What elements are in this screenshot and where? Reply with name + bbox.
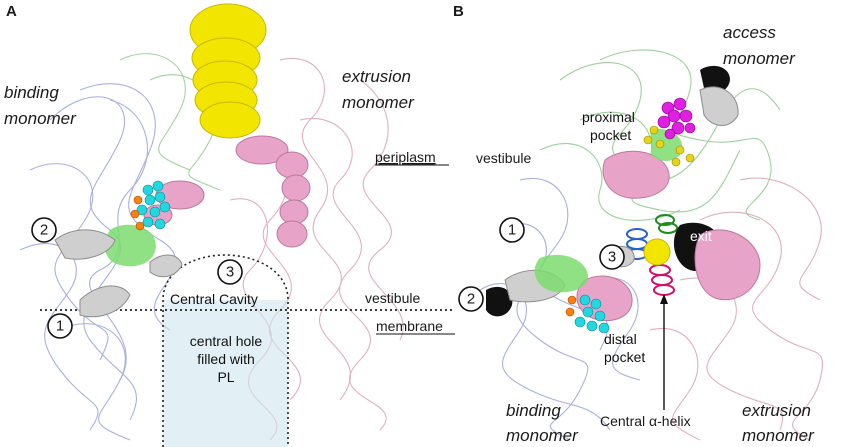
central-hole-region [163, 300, 288, 447]
access-monomer-label-line2: monomer [723, 49, 796, 68]
distal-pocket-label-line1: distal [604, 331, 637, 347]
svg-text:2: 2 [40, 222, 48, 239]
extrusion-monomer-label-line1: extrusion [342, 67, 411, 86]
panel-a: 2 1 3 A binding monomer extrusion monome… [4, 3, 455, 447]
central-hole-label-line3: PL [217, 369, 234, 385]
panel-b-label: B [453, 3, 464, 20]
vestibule-label-b: vestibule [476, 150, 531, 166]
cyan-residue-spheres [136, 180, 171, 230]
extrusion-monomer-b-label-line1: extrusion [742, 401, 811, 420]
pink-tunnels-b [576, 150, 761, 322]
svg-text:1: 1 [56, 318, 64, 335]
central-hole-label-line2: filled with [197, 351, 255, 367]
magenta-residue-spheres [657, 97, 696, 140]
proximal-pocket-label-line1: proximal [582, 109, 635, 125]
central-helix-magenta [649, 264, 675, 296]
central-hole-label-line1: central hole [190, 333, 263, 349]
green-patch-b1 [534, 254, 589, 293]
panel-a-marker-3: 3 [217, 259, 243, 285]
extrusion-monomer-b-label-line2: monomer [742, 426, 815, 445]
exit-label: exit [690, 228, 712, 244]
orange-residue-spheres [130, 195, 145, 231]
panel-a-marker-2: 2 [31, 217, 57, 243]
yellow-central-sphere [643, 238, 671, 266]
panel-b: 1 2 3 B access monomer proximal pocket v… [453, 3, 824, 445]
green-binding-patch [104, 224, 156, 267]
pink-extrusion-tunnel [143, 135, 311, 248]
access-monomer-ribbon [119, 53, 221, 191]
orange-residue-spheres-b [565, 295, 577, 317]
yellow-residue-spheres [643, 125, 695, 167]
proximal-pocket-label-line2: pocket [590, 127, 631, 143]
svg-text:3: 3 [226, 264, 234, 281]
panel-a-label: A [6, 3, 17, 20]
panel-b-marker-1: 1 [499, 217, 525, 243]
svg-text:2: 2 [467, 291, 475, 308]
binding-monomer-b-label-line1: binding [506, 401, 561, 420]
grey-entrance-tunnels [54, 229, 183, 318]
extrusion-monomer-label-line2: monomer [342, 93, 415, 112]
cyan-residue-spheres-b [574, 294, 610, 334]
black-top-blob [700, 65, 730, 93]
periplasm-label: periplasm [375, 149, 436, 165]
distal-pocket-label-line2: pocket [604, 349, 645, 365]
panel-a-marker-1: 1 [47, 313, 73, 339]
cavity-outline [162, 254, 289, 447]
svg-text:1: 1 [508, 222, 516, 239]
binding-monomer-b-label-line2: monomer [506, 426, 579, 445]
binding-monomer-label-line1: binding [4, 83, 59, 102]
panel-b-marker-2: 2 [458, 286, 484, 312]
binding-monomer-label-line2: monomer [4, 109, 77, 128]
yellow-exit-tunnel [189, 3, 267, 139]
membrane-label: membrane [376, 318, 443, 334]
svg-text:3: 3 [608, 249, 616, 266]
central-helix-green [655, 214, 678, 234]
black-entrance-blob [486, 286, 513, 317]
access-monomer-label-line1: access [723, 23, 776, 42]
central-cavity-label: Central Cavity [170, 291, 258, 307]
panel-b-marker-3: 3 [599, 244, 625, 270]
central-helix-label: Central α-helix [600, 413, 691, 429]
vestibule-label-a: vestibule [365, 290, 420, 306]
central-helix-arrow [660, 294, 668, 410]
